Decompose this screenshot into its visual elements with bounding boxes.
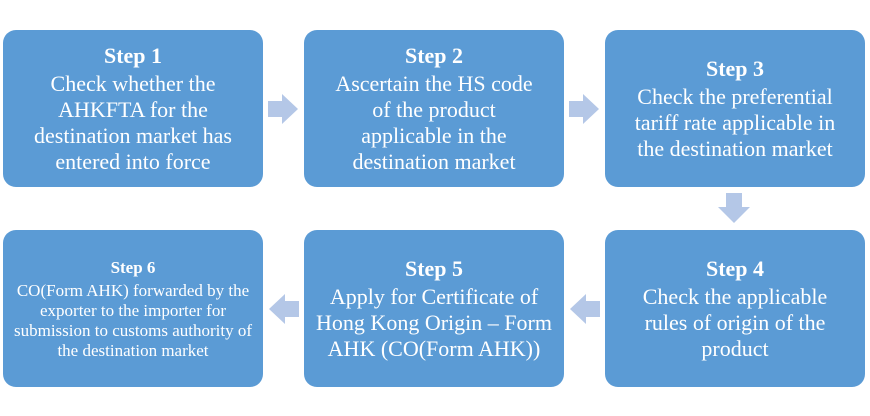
step-1-title: Step 1 [103,42,163,68]
step-6-box: Step 6 CO(Form AHK) forwarded by the exp… [3,230,263,387]
left-arrow-icon [269,294,299,324]
step-2-box: Step 2 Ascertain the HS code of the prod… [304,30,564,187]
step-6-text: CO(Form AHK) forwarded by the exporter t… [14,280,252,360]
step-4-box: Step 4 Check the applicable rules of ori… [605,230,865,387]
step-3-text: Check the preferential tariff rate appli… [634,83,836,161]
step-2-text: Ascertain the HS code of the product app… [335,70,533,174]
step-1-box: Step 1 Check whether the AHKFTA for the … [3,30,263,187]
step-5-box: Step 5 Apply for Certificate of Hong Kon… [304,230,564,387]
left-arrow-icon [570,294,600,324]
step-5-title: Step 5 [404,255,464,281]
step-6-title: Step 6 [110,257,156,277]
step-2-title: Step 2 [404,42,464,68]
step-3-box: Step 3 Check the preferential tariff rat… [605,30,865,187]
step-4-title: Step 4 [705,255,765,281]
step-4-text: Check the applicable rules of origin of … [642,283,828,361]
step-5-text: Apply for Certificate of Hong Kong Origi… [316,283,552,361]
down-arrow-icon [718,193,750,223]
step-1-text: Check whether the AHKFTA for the destina… [34,70,232,174]
right-arrow-icon [569,94,599,124]
step-3-title: Step 3 [705,55,765,81]
right-arrow-icon [268,94,298,124]
